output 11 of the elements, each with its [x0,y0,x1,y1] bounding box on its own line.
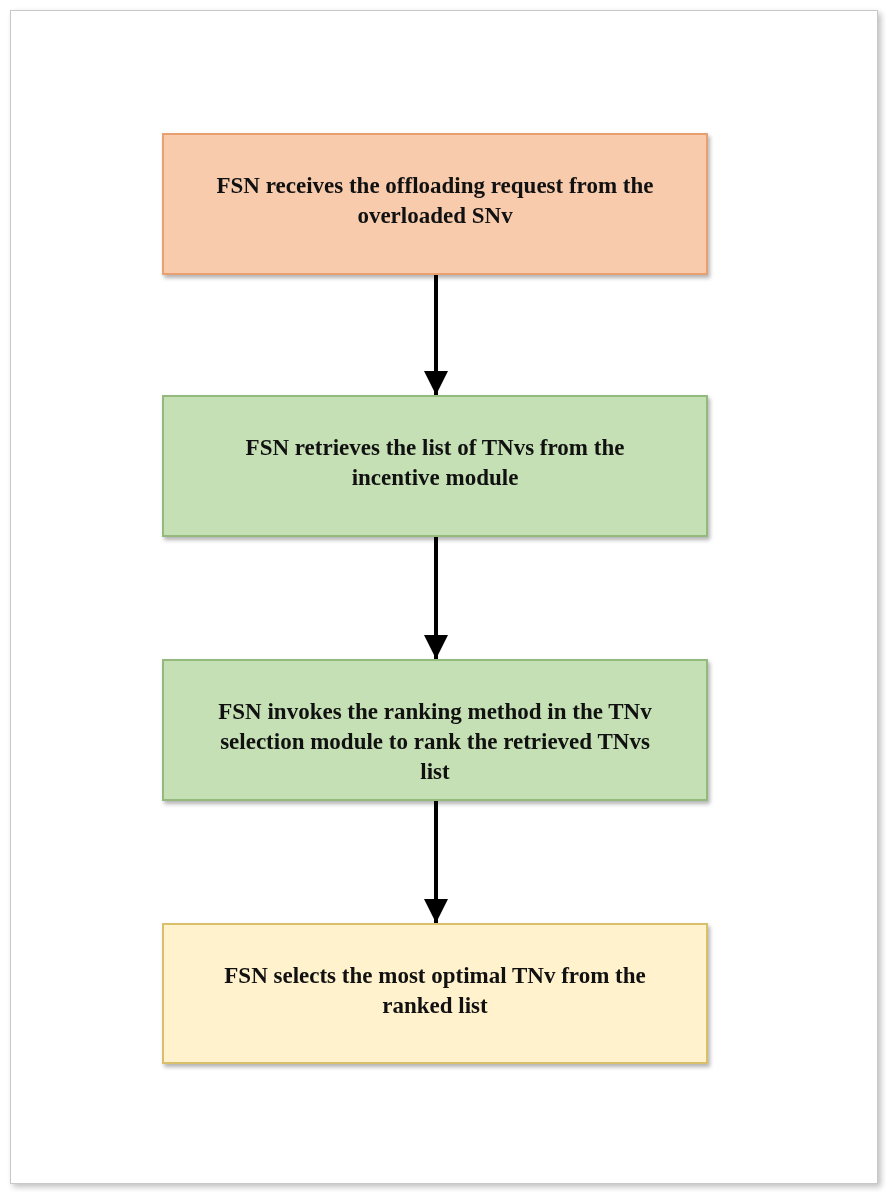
process-box [162,133,708,275]
step-text: FSN selects the most optimal TNv from the ranked list [223,962,647,1020]
step-text: FSN receives the offloading request from the overloaded SNv [216,172,654,230]
process-box [162,923,708,1064]
arrow [424,537,448,659]
arrow [424,801,448,923]
step-text: FSN invokes the ranking method in the TNv selection module to rank the retrieved TNvs list [217,698,653,786]
process-box [162,395,708,537]
arrow [424,275,448,395]
step-text: FSN retrieves the list of TNvs from the incentive module [244,434,626,492]
process-box [162,659,708,801]
